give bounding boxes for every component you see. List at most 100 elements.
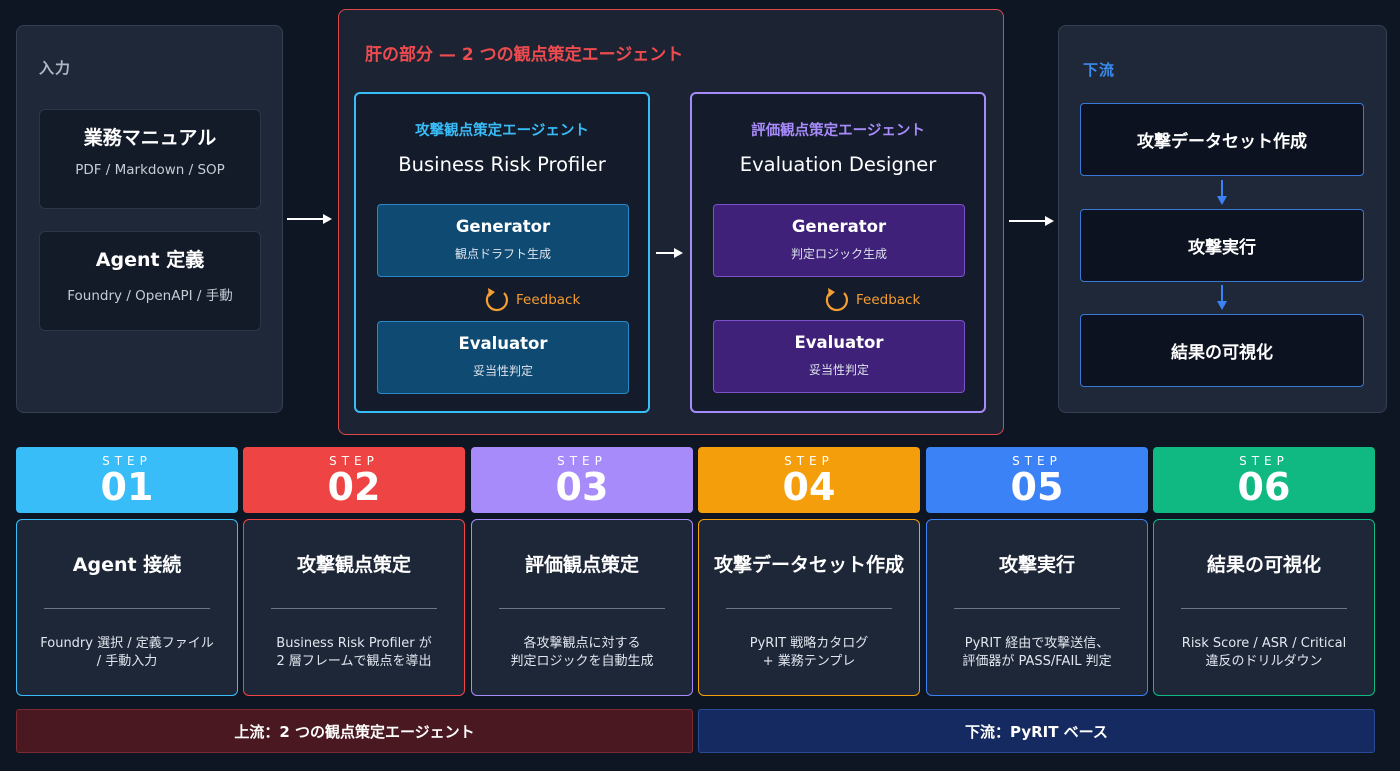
evaluation-agent-name: Evaluation Designer (739, 153, 937, 176)
step-divider (499, 608, 665, 609)
step-description-line: PyRIT 戦略カタログ (749, 636, 869, 651)
eval-evaluator-title: Evaluator (794, 333, 884, 352)
attack-feedback-label: Feedback (516, 292, 581, 308)
step-description-line: 判定ロジックを自動生成 (510, 654, 654, 669)
agent-definition-subtitle: Foundry / OpenAPI / 手動 (67, 288, 233, 304)
step-divider (44, 608, 210, 609)
step-card: 攻撃データセット作成 PyRIT 戦略カタログ + 業務テンプレ (698, 519, 920, 696)
step-number: 05 (1010, 465, 1064, 509)
step-description: Risk Score / ASR / Critical 違反のドリルダウン (1154, 635, 1374, 671)
step-number: 03 (555, 465, 609, 509)
downstream-panel-label: 下流 (1083, 61, 1116, 79)
step-title: 攻撃観点策定 (296, 554, 411, 576)
input-panel-label: 入力 (39, 59, 72, 77)
input-panel: 入力 業務マニュアル PDF / Markdown / SOP Agent 定義… (16, 25, 283, 413)
step-card: 評価観点策定各攻撃観点に対する判定ロジックを自動生成 (471, 519, 693, 696)
eval-evaluator-desc: 妥当性判定 (808, 363, 869, 377)
downstream-panel: 下流 攻撃データセット作成 攻撃実行 結果の可視化 (1058, 25, 1387, 413)
attack-generator-desc: 観点ドラフト生成 (454, 247, 551, 261)
agent-definition-title: Agent 定義 (95, 249, 205, 271)
arrow-down-icon (1217, 180, 1227, 205)
attack-generator-title: Generator (455, 217, 551, 236)
arrow-right-icon (1009, 216, 1054, 226)
step-label: STEP (329, 454, 379, 468)
step-description-line: 各攻撃観点に対する (523, 636, 641, 651)
step-number: 02 (327, 465, 381, 509)
step-description: PyRIT 経由で攻撃送信、評価器が PASS/FAIL 判定 (927, 635, 1147, 671)
step-divider (954, 608, 1120, 609)
feedback-loop-icon (485, 288, 509, 312)
step-description-line: + 業務テンプレ (762, 654, 856, 669)
step-number: 01 (100, 465, 154, 509)
business-manual-box: 業務マニュアル PDF / Markdown / SOP (39, 109, 261, 209)
attack-agent-card: 攻撃観点策定エージェント Business Risk Profiler Gene… (354, 92, 650, 413)
step-label: STEP (1012, 454, 1062, 468)
step-description-line: / 手動入力 (96, 654, 158, 669)
step-label: STEP (784, 454, 834, 468)
step-description-line: Risk Score / ASR / Critical (1181, 636, 1347, 651)
step-description: Foundry 選択 / 定義ファイル / 手動入力 (17, 635, 237, 671)
eval-generator-desc: 判定ロジック生成 (790, 247, 887, 261)
attack-feedback: Feedback (484, 287, 580, 313)
downstream-item-attack: 攻撃実行 (1080, 209, 1364, 282)
eval-feedback: Feedback (824, 287, 920, 313)
step-divider (726, 608, 892, 609)
step-title: Agent 接続 (72, 554, 182, 576)
core-panel: 肝の部分 — 2 つの観点策定エージェント 攻撃観点策定エージェント Busin… (338, 9, 1004, 435)
arrow-down-icon (1217, 285, 1227, 310)
step-description: Business Risk Profiler が 2 層フレームで観点を導出 (244, 635, 464, 671)
upstream-band: 上流：2 つの観点策定エージェント (16, 709, 693, 753)
step-divider (271, 608, 437, 609)
business-manual-subtitle: PDF / Markdown / SOP (75, 162, 225, 178)
attack-agent-name: Business Risk Profiler (398, 153, 606, 176)
eval-feedback-label: Feedback (856, 292, 921, 308)
step-description-line: 評価器が PASS/FAIL 判定 (962, 654, 1112, 669)
step-title: 結果の可視化 (1206, 554, 1321, 576)
downstream-item-dataset: 攻撃データセット作成 (1080, 103, 1364, 176)
step-divider (1181, 608, 1347, 609)
step-title: 攻撃データセット作成 (713, 554, 904, 576)
core-panel-title: 肝の部分 — 2 つの観点策定エージェント (365, 45, 684, 65)
step-label: STEP (1239, 454, 1289, 468)
step-title: 評価観点策定 (524, 554, 639, 576)
step-title: 攻撃実行 (998, 554, 1075, 576)
step-card: 攻撃観点策定 Business Risk Profiler が 2 層フレームで観点… (243, 519, 465, 696)
evaluation-agent-card: 評価観点策定エージェント Evaluation Designer Generat… (690, 92, 986, 413)
downstream-item-visualize: 結果の可視化 (1080, 314, 1364, 387)
step-label: STEP (102, 454, 152, 468)
attack-evaluator-title: Evaluator (458, 334, 548, 353)
step-card: 攻撃実行 PyRIT 経由で攻撃送信、評価器が PASS/FAIL 判定 (926, 519, 1148, 696)
feedback-loop-icon (825, 288, 849, 312)
step-number: 06 (1237, 465, 1291, 509)
eval-generator-box: Generator 判定ロジック生成 (713, 204, 965, 277)
eval-evaluator-box: Evaluator 妥当性判定 (713, 320, 965, 393)
step-description-line: 違反のドリルダウン (1205, 654, 1323, 669)
downstream-band: 下流：PyRIT ベース (698, 709, 1375, 753)
step-number: 04 (782, 465, 836, 509)
step-description: 各攻撃観点に対する判定ロジックを自動生成 (472, 635, 692, 671)
step-description: PyRIT 戦略カタログ + 業務テンプレ (699, 635, 919, 671)
step-description-line: Business Risk Profiler が (276, 636, 432, 651)
arrow-right-icon (287, 214, 332, 224)
step-description-line: Foundry 選択 / 定義ファイル (40, 636, 214, 651)
eval-generator-title: Generator (791, 217, 887, 236)
attack-evaluator-box: Evaluator 妥当性判定 (377, 321, 629, 394)
attack-agent-kind: 攻撃観点策定エージェント (415, 123, 589, 139)
step-label: STEP (557, 454, 607, 468)
step-card: 結果の可視化 Risk Score / ASR / Critical 違反のドリルダ… (1153, 519, 1375, 696)
arrow-right-icon (656, 248, 683, 258)
attack-generator-box: Generator 観点ドラフト生成 (377, 204, 629, 277)
attack-evaluator-desc: 妥当性判定 (472, 364, 533, 378)
step-card: Agent 接続 Foundry 選択 / 定義ファイル / 手動入力 (16, 519, 238, 696)
step-description-line: PyRIT 経由で攻撃送信、 (964, 636, 1110, 651)
step-description-line: 2 層フレームで観点を導出 (276, 654, 432, 669)
evaluation-agent-kind: 評価観点策定エージェント (751, 123, 925, 139)
business-manual-title: 業務マニュアル (83, 127, 217, 149)
agent-definition-box: Agent 定義 Foundry / OpenAPI / 手動 (39, 231, 261, 331)
